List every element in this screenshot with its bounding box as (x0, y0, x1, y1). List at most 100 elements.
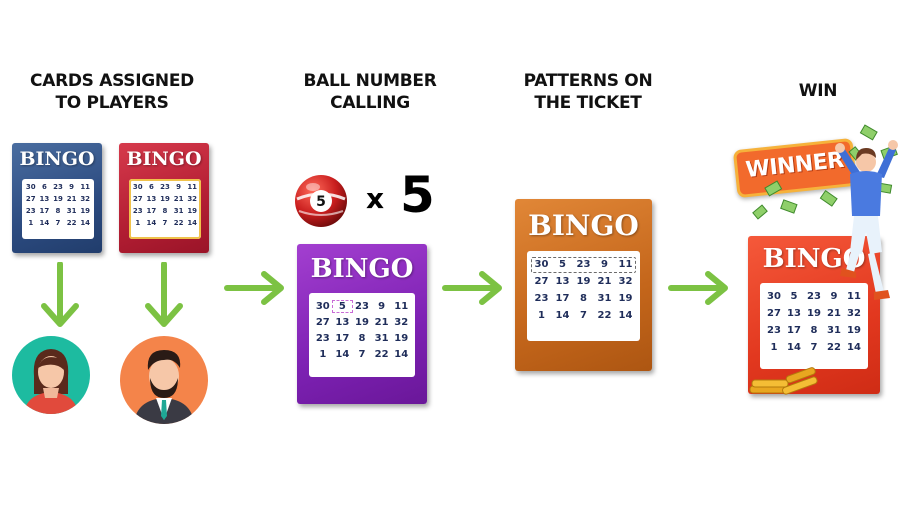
right-arrow-icon (442, 271, 502, 305)
number-cell: 14 (555, 310, 570, 321)
number-cell: 1 (28, 219, 34, 227)
right-arrow-icon (224, 271, 284, 305)
number-cell: 17 (146, 207, 157, 215)
right-arrow-icon (668, 271, 728, 305)
bingo-logo: BINGO (126, 148, 202, 170)
number-cell: 19 (53, 195, 63, 203)
woman-avatar-icon (12, 336, 90, 414)
number-cell: 30 (315, 301, 330, 312)
number-cell: 7 (162, 219, 168, 227)
number-cell: 8 (358, 333, 366, 344)
number-cell: 8 (55, 207, 61, 215)
number-cell: 23 (53, 183, 63, 191)
number-cell: 7 (55, 219, 61, 227)
number-cell: 14 (335, 349, 350, 360)
number-cell: 21 (597, 276, 612, 287)
number-cell: 30 (25, 183, 36, 191)
number-cell: 31 (66, 207, 77, 215)
number-cell: 6 (148, 183, 154, 191)
number-cell: 9 (69, 183, 75, 191)
down-arrow-icon (145, 262, 183, 327)
number-cell: 23 (807, 291, 821, 302)
step-title-ball-calling: BALL NUMBER CALLING (303, 71, 437, 113)
winner-person-icon (835, 140, 898, 300)
number-cell: 5 (331, 300, 354, 313)
number-cell: 9 (378, 301, 386, 312)
number-cell: 9 (176, 183, 182, 191)
number-cell: 13 (146, 195, 157, 203)
number-cell: 27 (315, 317, 330, 328)
number-cell: 30 (767, 291, 781, 302)
down-arrow-icon (41, 262, 79, 327)
number-cell: 8 (810, 325, 818, 336)
number-cell: 22 (66, 219, 77, 227)
number-cell: 8 (580, 293, 587, 304)
multiplier-symbol: x (366, 182, 385, 215)
number-cell: 23 (132, 207, 143, 215)
pattern-row-highlight (531, 257, 636, 273)
number-cell: 22 (374, 349, 389, 360)
number-cell: 23 (160, 183, 170, 191)
step-title-patterns: PATTERNS ON THE TICKET (523, 71, 653, 113)
number-cell: 31 (374, 333, 389, 344)
number-cell: 13 (555, 276, 570, 287)
number-cell: 14 (787, 342, 801, 353)
number-cell: 17 (555, 293, 570, 304)
number-cell: 7 (810, 342, 818, 353)
number-cell: 21 (827, 308, 841, 319)
number-cell: 8 (162, 207, 168, 215)
number-cell: 11 (847, 291, 861, 302)
number-cell: 14 (80, 219, 91, 227)
number-cell: 19 (576, 276, 591, 287)
ball-count: 5 (400, 166, 435, 224)
bingo-logo: BINGO (528, 209, 639, 242)
number-cell: 13 (335, 317, 350, 328)
number-cell: 19 (187, 207, 198, 215)
number-cell: 19 (80, 207, 91, 215)
number-cell: 13 (787, 308, 801, 319)
step-title-cards-assigned: CARDS ASSIGNED TO PLAYERS (30, 71, 194, 113)
number-cell: 32 (847, 308, 861, 319)
number-cell: 14 (187, 219, 198, 227)
step-title-win: WIN (798, 81, 838, 101)
number-cell: 31 (173, 207, 184, 215)
number-cell: 11 (618, 259, 633, 270)
number-cell: 14 (618, 310, 633, 321)
number-cell: 31 (827, 325, 841, 336)
number-cell: 23 (767, 325, 781, 336)
number-cell: 9 (830, 291, 838, 302)
number-cell: 19 (160, 195, 170, 203)
number-cell: 27 (25, 195, 36, 203)
bingo-ball-icon: 5 (295, 175, 347, 227)
number-cell: 23 (315, 333, 330, 344)
number-cell: 17 (335, 333, 350, 344)
number-cell: 23 (534, 293, 549, 304)
number-cell: 19 (618, 293, 633, 304)
number-cell: 19 (847, 325, 861, 336)
number-cell: 21 (66, 195, 77, 203)
number-cell: 19 (394, 333, 409, 344)
number-cell: 27 (534, 276, 549, 287)
number-cell: 14 (39, 219, 50, 227)
number-cell: 19 (355, 317, 369, 328)
number-cell: 21 (173, 195, 184, 203)
number-cell: 19 (807, 308, 821, 319)
number-cell: 27 (132, 195, 143, 203)
coin-stack-icon (749, 367, 818, 395)
number-cell: 14 (146, 219, 157, 227)
number-cell: 5 (559, 259, 566, 270)
number-cell: 6 (41, 183, 47, 191)
number-cell: 22 (827, 342, 841, 353)
number-cell: 23 (355, 301, 369, 312)
